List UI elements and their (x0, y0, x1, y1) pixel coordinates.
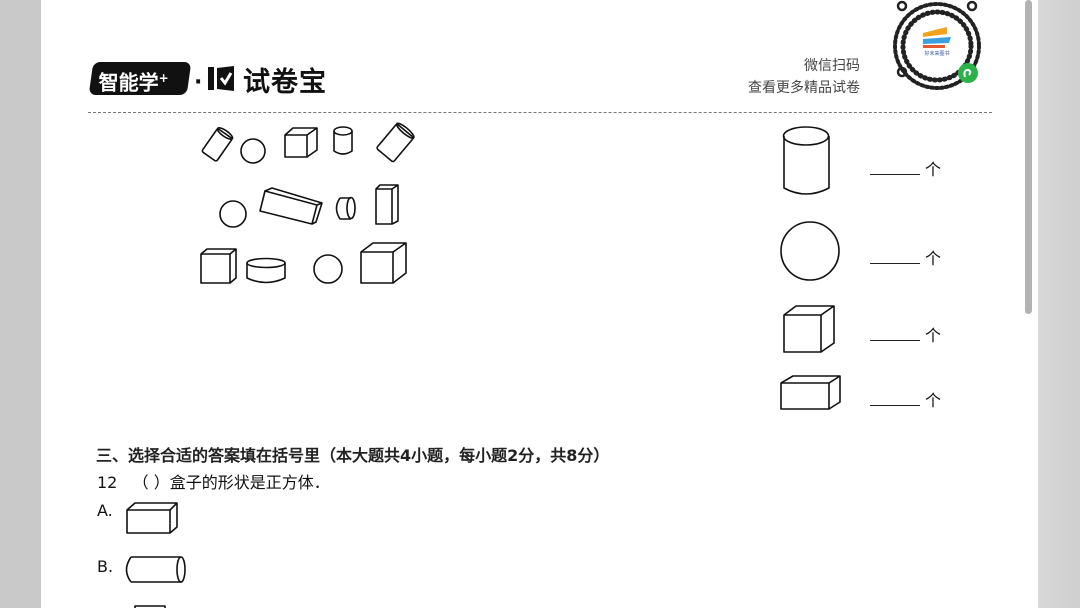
cube-shape (284, 127, 318, 158)
viewer-background (1038, 0, 1080, 608)
brand-name: 试卷宝 (243, 67, 327, 98)
option-b-label[interactable]: B. (97, 557, 114, 576)
scan-hint: 微信扫码 (804, 58, 860, 74)
option-c-partial-shape (134, 605, 166, 608)
tilted-cuboid-shape (259, 187, 323, 225)
scrollbar[interactable] (1025, 0, 1032, 314)
sphere-shape (240, 138, 266, 164)
answer-blank-sphere[interactable] (870, 263, 920, 264)
tall-cuboid-shape (375, 184, 399, 225)
answer-blank-cube[interactable] (870, 340, 920, 341)
unit-label: 个 (925, 160, 942, 179)
tilted-cylinder-shape (201, 127, 234, 162)
answer-blank-cylinder[interactable] (870, 174, 920, 175)
qr-logo-text: 好未来图书 (924, 50, 949, 57)
unit-label: 个 (925, 391, 942, 410)
question-number: 12 (97, 473, 118, 492)
qr-code[interactable]: 好未来图书 (883, 0, 991, 96)
cylinder-figure (782, 126, 830, 195)
cylinder-shape (335, 196, 356, 220)
brand-logo-icon (208, 66, 234, 91)
option-a-cuboid (126, 502, 178, 534)
cube-shape (200, 248, 237, 284)
scan-hint-sub: 查看更多精品试卷 (748, 80, 860, 96)
header-divider (88, 112, 992, 113)
cube-shape (360, 242, 407, 284)
option-b-cylinder (125, 556, 186, 583)
brand-separator: · (194, 70, 203, 95)
section-heading: 三、选择合适的答案填在括号里（本大题共4小题，每小题2分，共8分） (96, 446, 610, 465)
cube-figure (783, 305, 835, 353)
sphere-shape (313, 254, 343, 284)
question-text: （ ）盒子的形状是正方体． (132, 473, 330, 492)
unit-label: 个 (925, 249, 942, 268)
miniprogram-icon (958, 63, 978, 83)
exam-page (41, 0, 1038, 608)
sphere-figure (780, 221, 840, 281)
cylinder-shape (333, 126, 353, 155)
option-a-label[interactable]: A. (97, 501, 113, 520)
flat-cylinder-shape (246, 257, 286, 284)
answer-blank-cuboid[interactable] (870, 405, 920, 406)
unit-label: 个 (925, 326, 942, 345)
tilted-cylinder-shape (376, 122, 415, 163)
sphere-shape (219, 200, 247, 228)
question-12: 12 （ ）盒子的形状是正方体． (97, 469, 330, 493)
cuboid-figure (780, 375, 841, 410)
